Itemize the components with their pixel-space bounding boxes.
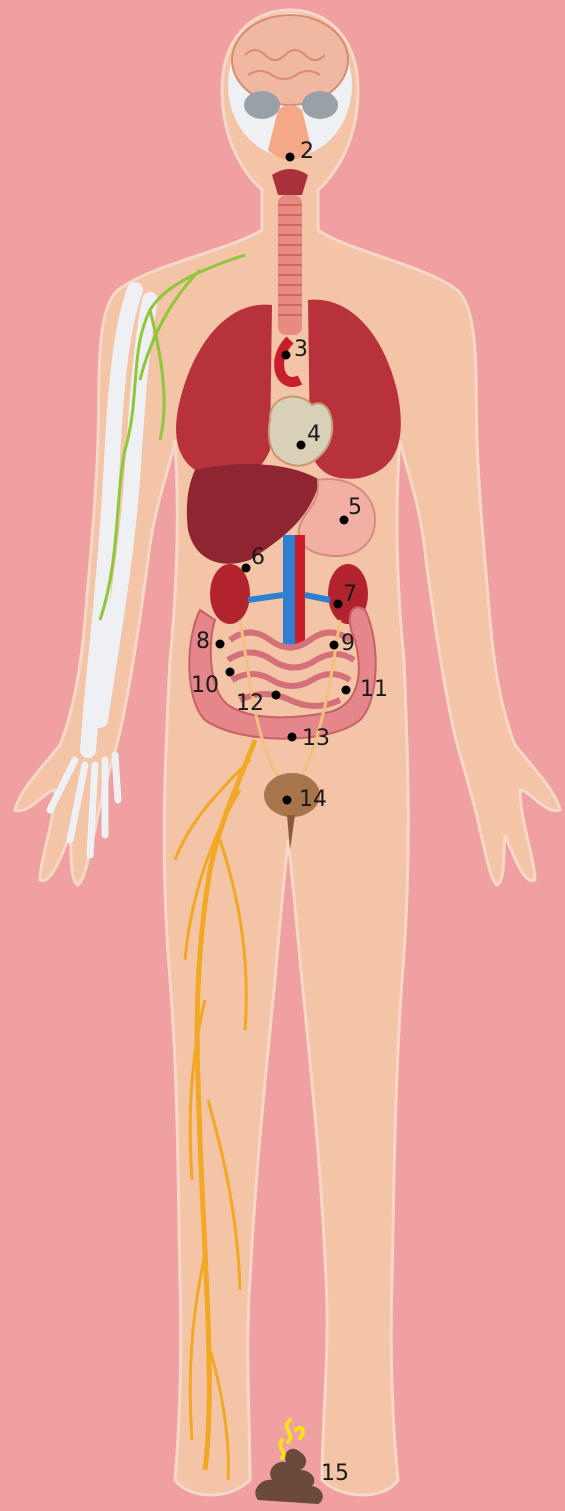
marker-label-14: 14	[299, 787, 327, 812]
eye-socket-right	[302, 91, 338, 119]
marker-label-11: 11	[360, 677, 388, 702]
marker-dot-10	[226, 668, 235, 677]
marker-label-9: 9	[341, 631, 355, 656]
marker-dot-9	[330, 641, 339, 650]
marker-dot-13	[288, 733, 297, 742]
throat	[272, 169, 308, 195]
marker-label-15: 15	[321, 1461, 349, 1486]
marker-dot-8	[216, 640, 225, 649]
marker-dot-12	[272, 691, 281, 700]
marker-label-12: 12	[236, 691, 264, 716]
eye-socket-left	[244, 91, 280, 119]
poop-icon	[255, 1420, 322, 1504]
kidney-left	[210, 564, 250, 624]
marker-dot-14	[283, 796, 292, 805]
brain	[232, 15, 348, 105]
marker-label-2: 2	[300, 139, 314, 164]
poop-shape	[255, 1449, 322, 1504]
marker-label-7: 7	[343, 582, 357, 607]
marker-label-4: 4	[307, 422, 321, 447]
marker-label-3: 3	[294, 337, 308, 362]
marker-label-13: 13	[302, 726, 330, 751]
marker-label-10: 10	[191, 673, 219, 698]
marker-dot-11	[342, 686, 351, 695]
marker-dot-4	[297, 441, 306, 450]
marker-label-5: 5	[348, 495, 362, 520]
vena-cava	[283, 535, 295, 645]
marker-dot-3	[282, 351, 291, 360]
marker-dot-7	[334, 600, 343, 609]
marker-label-6: 6	[251, 545, 265, 570]
marker-dot-2	[286, 153, 295, 162]
marker-dot-6	[242, 564, 251, 573]
aorta	[295, 535, 305, 645]
marker-label-8: 8	[196, 629, 210, 654]
